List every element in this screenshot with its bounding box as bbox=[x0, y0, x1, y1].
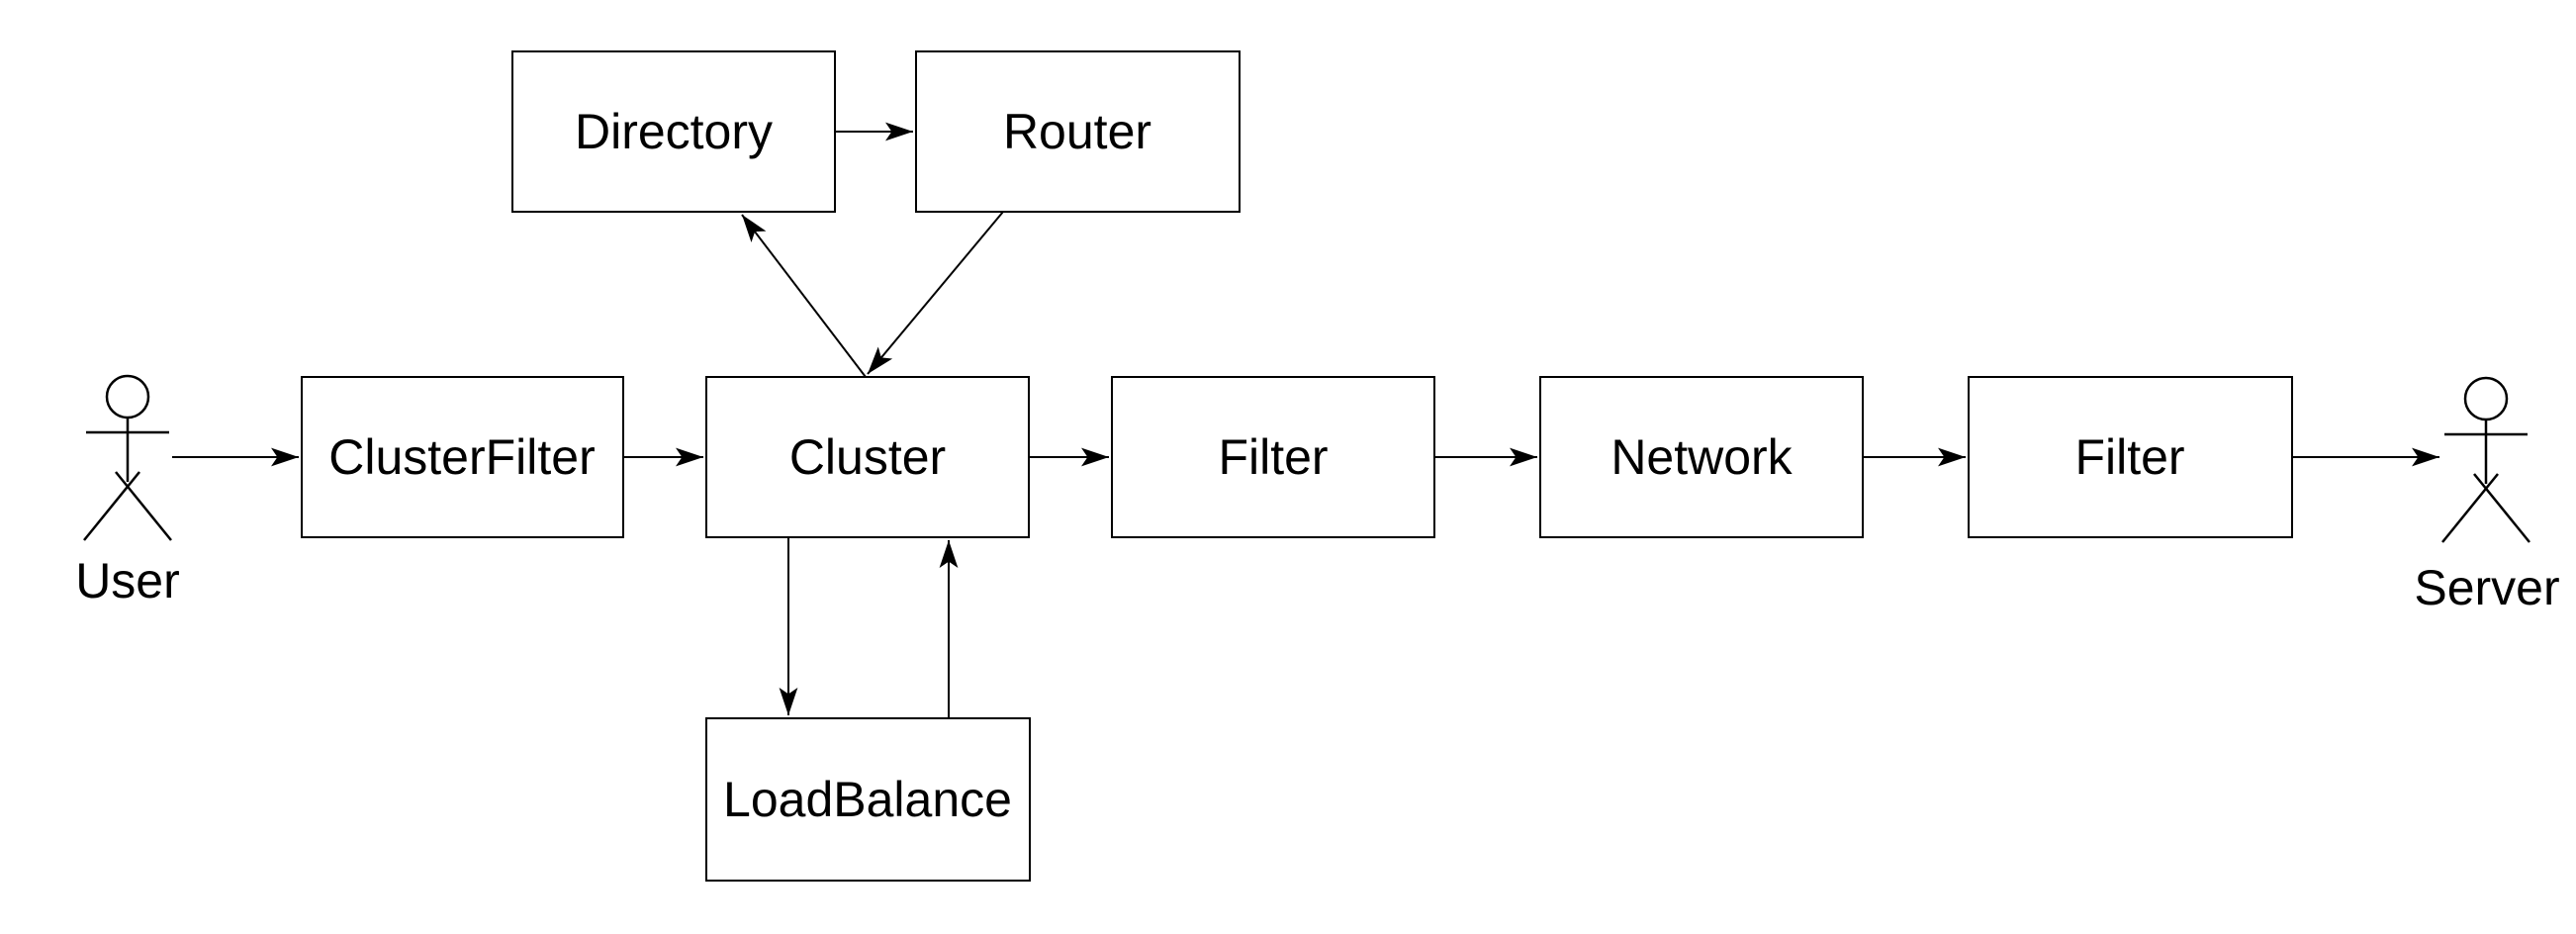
user-label: User bbox=[75, 553, 180, 608]
router-label: Router bbox=[1003, 104, 1151, 159]
cluster-label: Cluster bbox=[789, 429, 946, 485]
node-filter-2: Filter bbox=[1968, 376, 2293, 538]
load-balance-label: LoadBalance bbox=[723, 772, 1012, 827]
cluster-filter-box bbox=[301, 376, 624, 538]
filter-1-box bbox=[1111, 376, 1435, 538]
load-balance-box bbox=[705, 717, 1031, 882]
network-box bbox=[1539, 376, 1864, 538]
server-stick-figure-icon bbox=[2441, 376, 2530, 543]
node-router: Router bbox=[915, 50, 1241, 213]
actor-server: Server bbox=[2414, 376, 2560, 615]
edge-router-to-cluster bbox=[867, 211, 1004, 375]
node-cluster-filter: ClusterFilter bbox=[301, 376, 624, 538]
network-label: Network bbox=[1610, 429, 1793, 485]
directory-label: Directory bbox=[575, 104, 773, 159]
node-network: Network bbox=[1539, 376, 1864, 538]
cluster-box bbox=[705, 376, 1030, 538]
user-stick-figure-icon bbox=[83, 374, 172, 541]
server-label: Server bbox=[2414, 560, 2559, 615]
router-box bbox=[915, 50, 1241, 213]
node-cluster: Cluster bbox=[705, 376, 1030, 538]
filter-2-box bbox=[1968, 376, 2293, 538]
edge-cluster-to-directory bbox=[741, 214, 867, 378]
node-directory: Directory bbox=[511, 50, 836, 213]
node-load-balance: LoadBalance bbox=[705, 717, 1031, 882]
cluster-filter-label: ClusterFilter bbox=[328, 429, 595, 485]
filter-2-label: Filter bbox=[2074, 429, 2184, 485]
filter-1-label: Filter bbox=[1218, 429, 1328, 485]
actor-user: User bbox=[75, 374, 180, 608]
directory-box bbox=[511, 50, 836, 213]
node-filter-1: Filter bbox=[1111, 376, 1435, 538]
